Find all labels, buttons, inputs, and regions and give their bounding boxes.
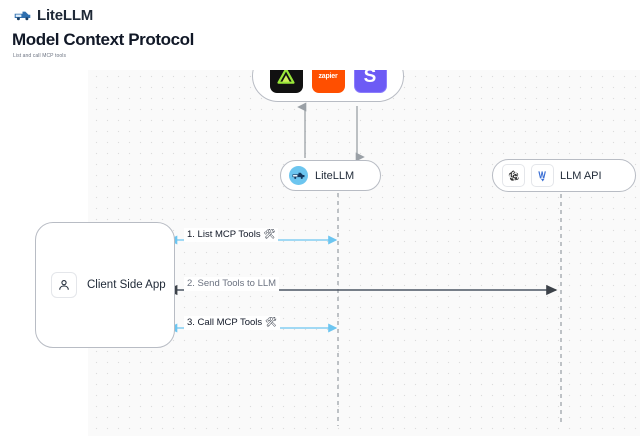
truck-icon <box>14 11 31 21</box>
llm-api-node-label: LLM API <box>560 169 602 182</box>
page-title: Model Context Protocol <box>12 30 194 49</box>
openai-icon[interactable] <box>502 164 525 187</box>
litellm-node-label: LiteLLM <box>315 169 355 182</box>
litellm-node[interactable]: LiteLLM <box>280 160 381 191</box>
person-icon <box>51 272 77 298</box>
triangle-glyph <box>277 68 295 84</box>
edge-label-2: 2. Send Tools to LLM <box>184 277 280 292</box>
anthropic-glyph <box>537 170 546 182</box>
supabase-s-label: S <box>363 65 377 87</box>
person-glyph <box>59 280 69 290</box>
zapier-label: zapier <box>318 72 338 80</box>
openai-glyph <box>508 170 519 181</box>
brand-label: LiteLLM <box>37 7 94 24</box>
edge-label-1: 1. List MCP Tools 🛠 <box>184 228 279 243</box>
brand[interactable]: LiteLLM <box>14 7 93 24</box>
litellm-truck-avatar <box>289 166 308 185</box>
client-side-app-node[interactable]: Client Side App <box>35 222 175 348</box>
page-header: LiteLLM Model Context Protocol List and … <box>0 0 640 70</box>
client-side-app-label: Client Side App <box>87 279 166 291</box>
truck-icon <box>292 172 305 179</box>
anthropic-icon[interactable] <box>531 164 554 187</box>
edge-label-3: 3. Call MCP Tools 🛠 <box>184 316 280 331</box>
llm-api-node[interactable]: LLM API <box>492 159 636 192</box>
canvas-bottom-mask <box>0 356 88 436</box>
page-subtitle: List and call MCP tools <box>13 53 67 59</box>
